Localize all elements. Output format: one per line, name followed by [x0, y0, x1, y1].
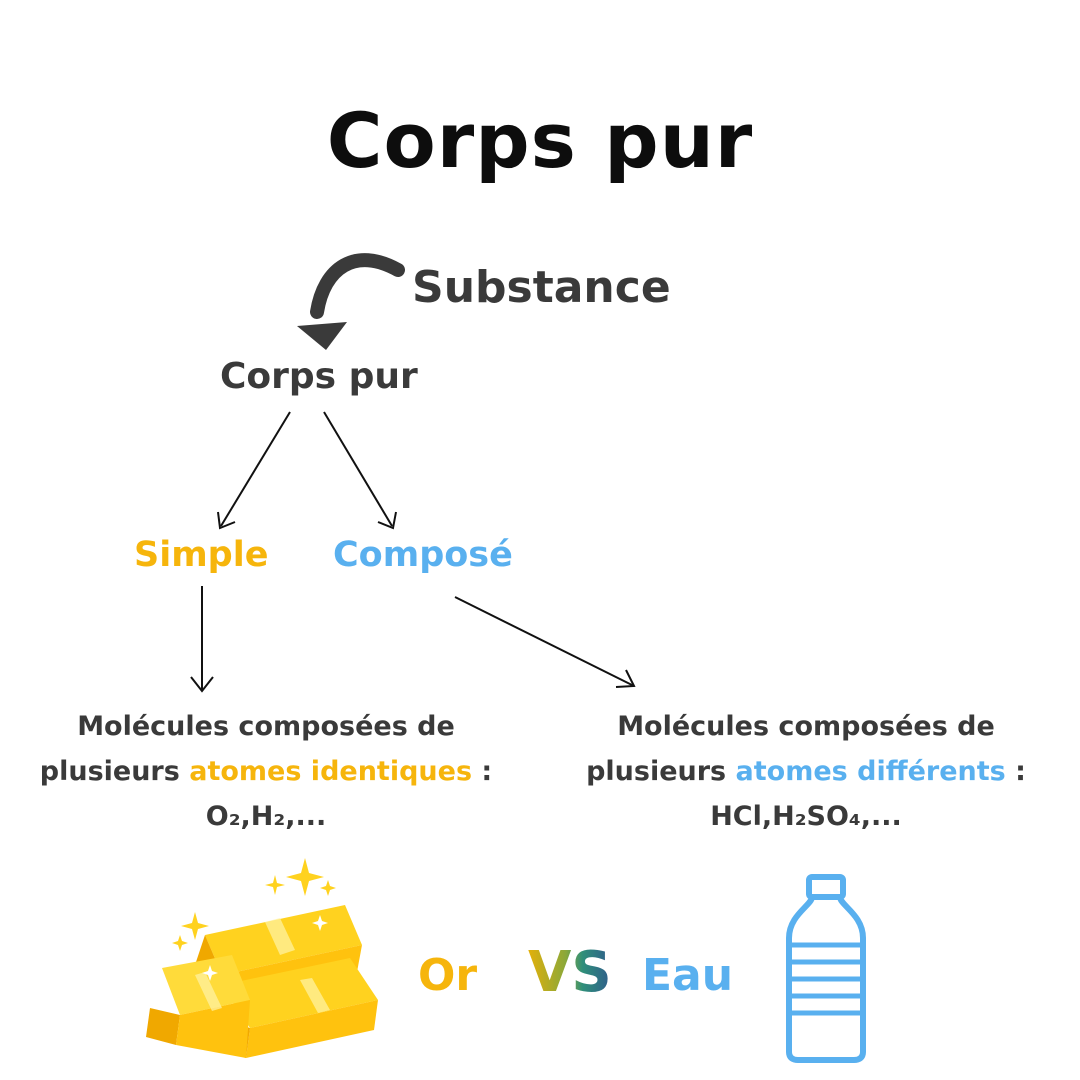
desc-formula: HCl,H₂SO₄,... [710, 801, 902, 832]
curved-arrow [310, 253, 405, 319]
arrow-to-desc-compose-head [615, 669, 636, 688]
desc-highlight: atomes différents [735, 756, 1006, 787]
desc-line: Molécules composées de [617, 711, 995, 742]
desc-highlight: atomes identiques [189, 756, 473, 787]
desc-prefix: plusieurs [39, 756, 190, 787]
node-simple: Simple [134, 535, 269, 575]
curved-arrow-head [297, 322, 347, 350]
label-eau: Eau [642, 950, 734, 1001]
desc-line: plusieurs atomes différents : [556, 749, 1056, 794]
label-or: Or [418, 950, 478, 1001]
arrow-to-simple-head [217, 511, 236, 530]
desc-formula: O₂,H₂,... [205, 801, 327, 832]
node-corps-pur: Corps pur [220, 356, 418, 397]
desc-prefix: plusieurs [586, 756, 736, 787]
arrow-to-desc-compose [454, 596, 635, 687]
description-simple: Molécules composées de plusieurs atomes … [16, 704, 516, 839]
arrow-to-compose-head [377, 511, 397, 530]
arrow-to-desc-simple-head [190, 676, 214, 693]
arrow-to-simple [220, 411, 291, 527]
description-compose: Molécules composées de plusieurs atomes … [556, 704, 1056, 839]
desc-suffix: : [1005, 756, 1026, 787]
desc-line: Molécules composées de [77, 711, 455, 742]
label-vs: VS [528, 940, 612, 1005]
desc-line: plusieurs atomes identiques : [16, 749, 516, 794]
page-title: Corps pur [326, 96, 754, 185]
node-substance: Substance [412, 262, 671, 313]
desc-suffix: : [472, 756, 493, 787]
arrow-to-compose [323, 411, 393, 527]
node-compose: Composé [333, 535, 513, 575]
